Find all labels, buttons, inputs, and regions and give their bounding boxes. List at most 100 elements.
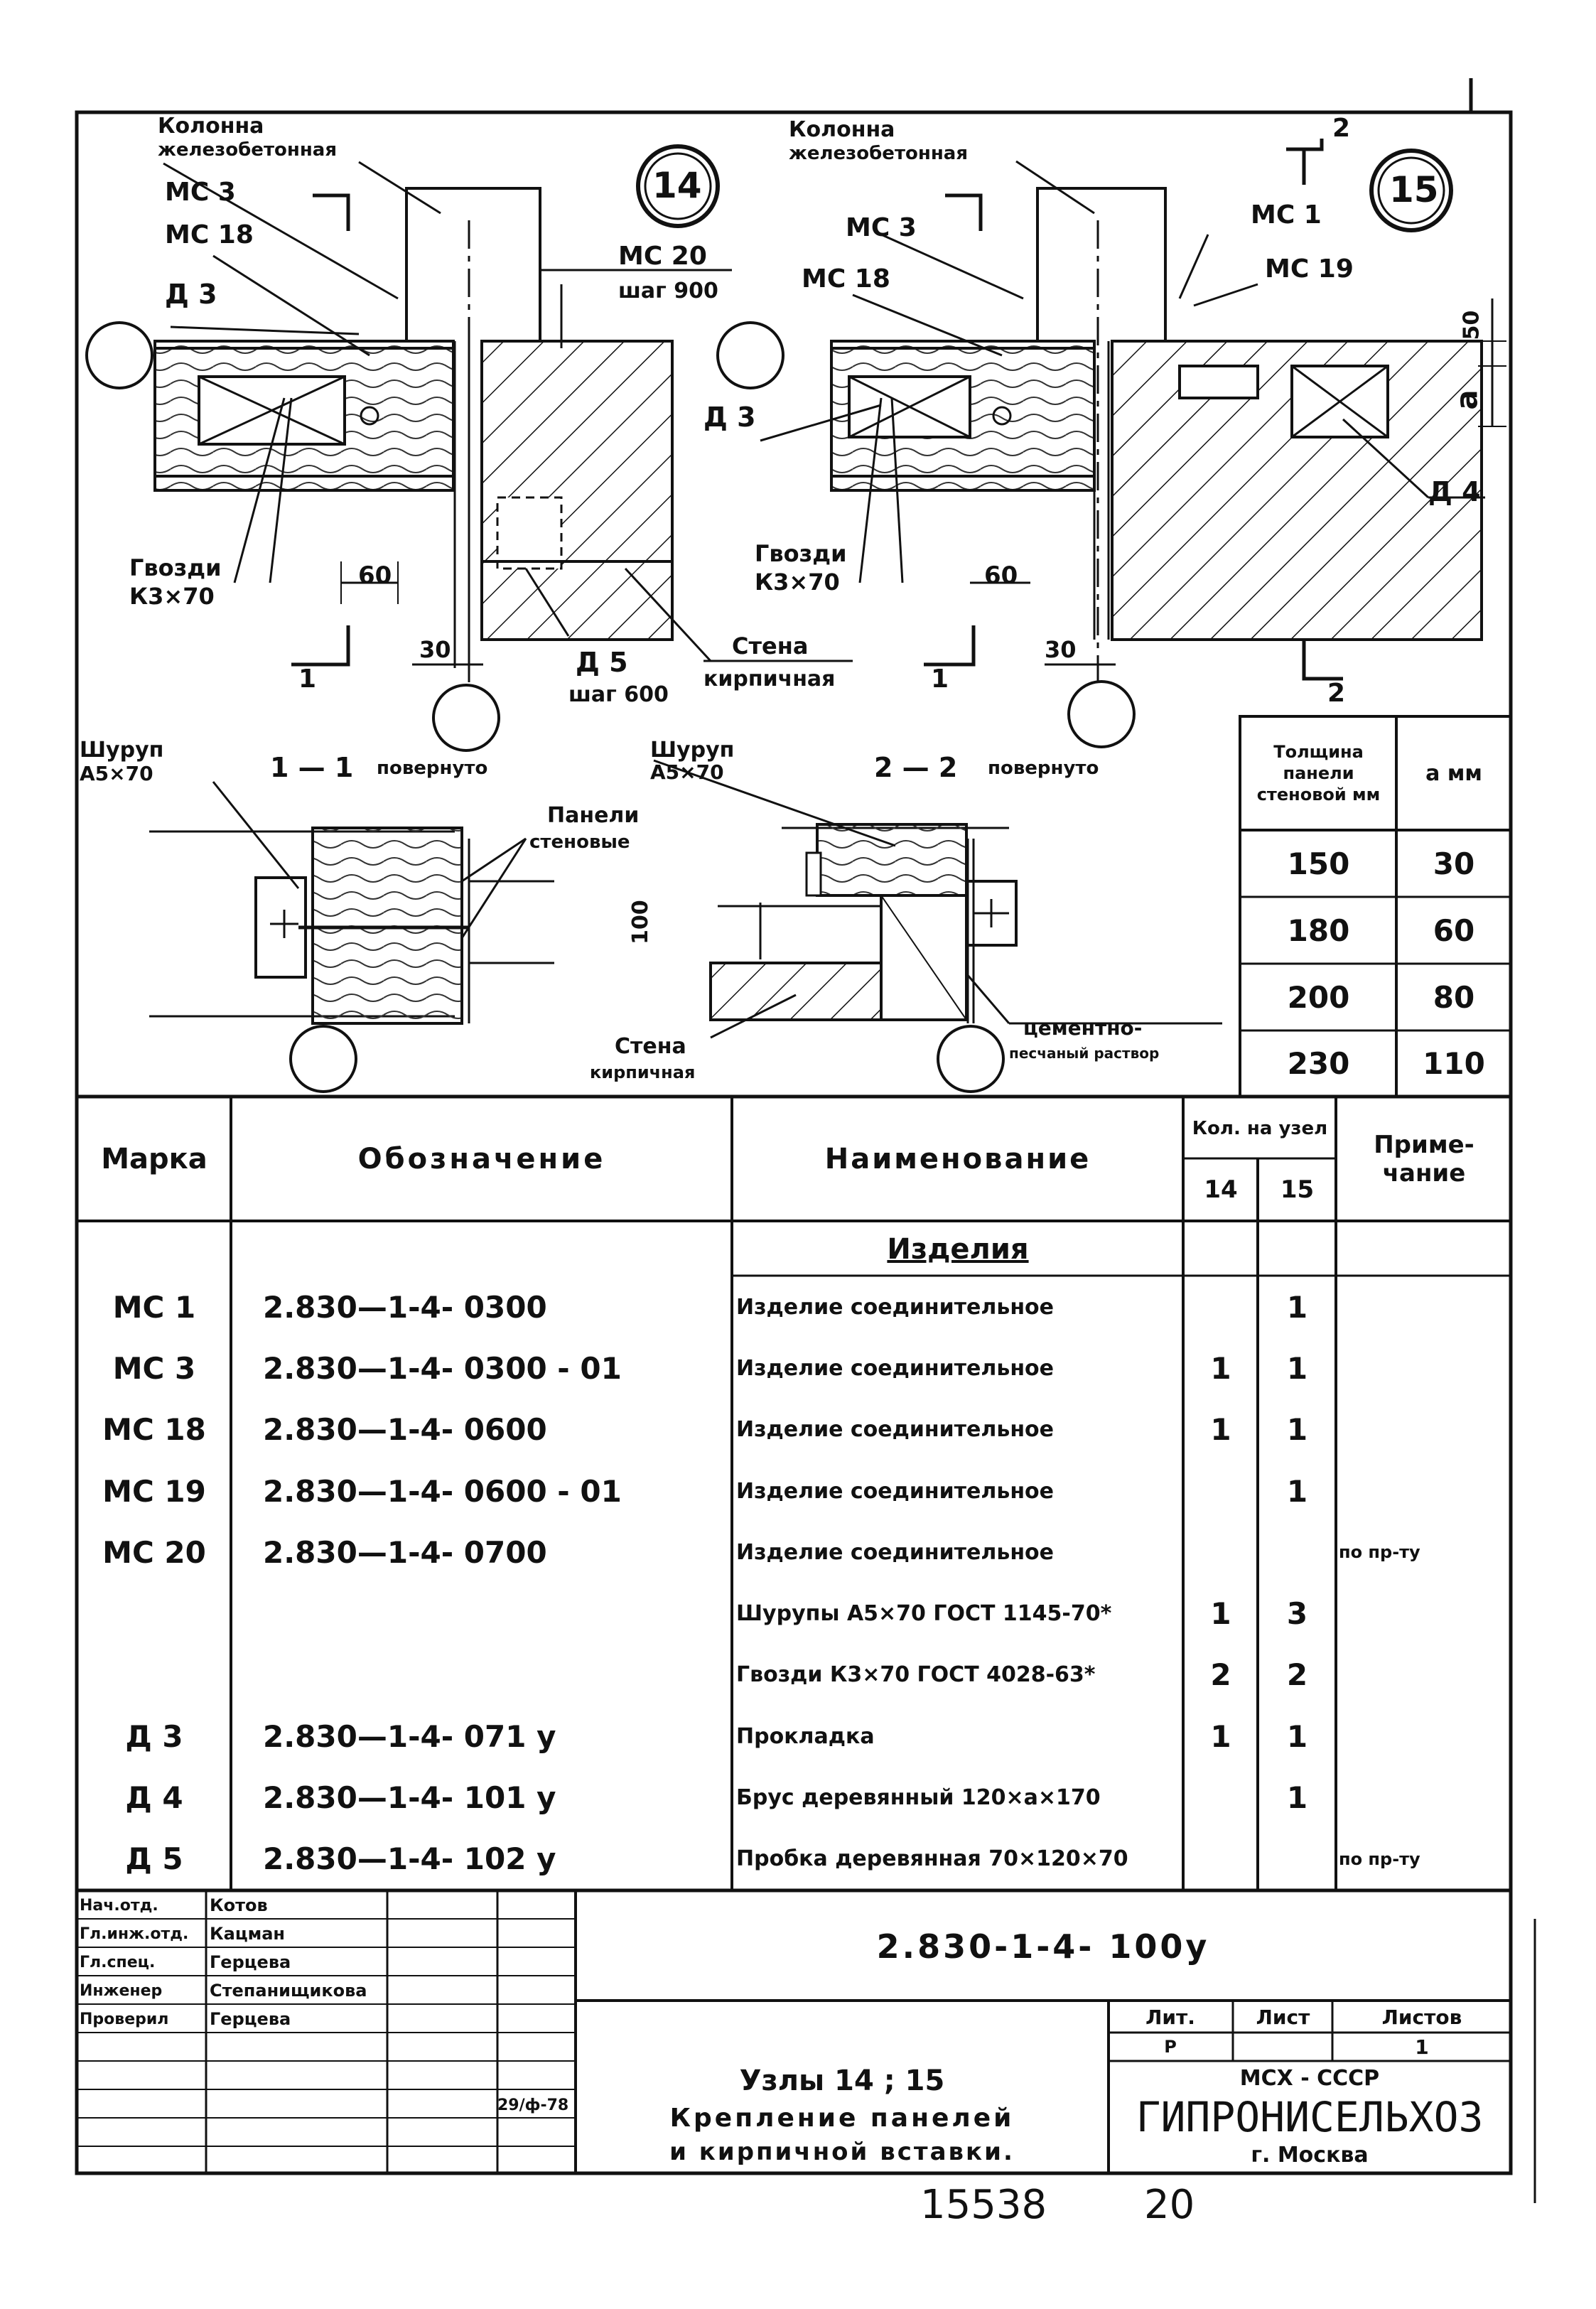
dimension-50: 50: [1459, 310, 1484, 340]
drawing-title-line: и кирпичной вставки.: [669, 2138, 1015, 2166]
axis-bubble: [937, 1025, 1005, 1093]
node-15-drawing: [716, 139, 1506, 748]
spec-cell-designation: 2.830—1-4- 0600 - 01: [263, 1473, 622, 1509]
axis-bubble: [432, 684, 500, 752]
mc18-label: МС 18: [802, 264, 890, 294]
section-mark: 1: [931, 664, 949, 694]
spec-cell-mark: МС 3: [112, 1350, 196, 1386]
panels-label: Панели: [547, 803, 640, 828]
wall-label: Стена: [732, 633, 809, 660]
thickness-cell: 180: [1287, 913, 1350, 948]
spec-cell-mark: МС 1: [112, 1289, 196, 1325]
spec-cell-designation: [263, 1584, 725, 1644]
inventory-number: 15538: [920, 2182, 1047, 2228]
d4-label: Д 4: [1428, 476, 1481, 507]
spec-cell-designation: 2.830—1-4- 071 у: [263, 1718, 556, 1754]
spec-cell-mark: МС 18: [102, 1412, 206, 1448]
node-15-circle: [1369, 149, 1453, 232]
lit-label: Лит.: [1145, 2005, 1195, 2029]
dimension-100: 100: [627, 900, 653, 944]
sheet-value: [1235, 2034, 1331, 2060]
thickness-table-header: a мм: [1425, 760, 1482, 786]
sheet-label: Лист: [1256, 2005, 1310, 2029]
mortar-type-label: песчаный раствор: [1009, 1045, 1160, 1062]
staff-role: Инженер: [80, 1981, 163, 2000]
spec-cell-note: [1339, 1461, 1509, 1521]
dimension-30: 30: [1045, 636, 1077, 663]
spec-cell-name: Прокладка: [736, 1723, 875, 1749]
page-number: 20: [1144, 2182, 1195, 2228]
nails-spec-label: К3×70: [129, 583, 215, 610]
spec-cell-note: [1339, 1645, 1509, 1705]
staff-name: Степанищикова: [210, 1981, 367, 2001]
spec-cell-note: [1339, 1584, 1509, 1644]
column-label: железобетонная: [158, 139, 338, 161]
signature-date: 29/ф-78: [497, 2097, 569, 2114]
thickness-cell: 230: [1287, 1045, 1350, 1081]
staff-name: Котов: [210, 1895, 268, 1915]
d5-label: Д 5: [576, 647, 628, 678]
staff-role: Проверил: [80, 2010, 169, 2028]
spec-section-title: Изделия: [887, 1233, 1029, 1266]
spec-cell-mark: Д 3: [125, 1718, 183, 1754]
thickness-cell: 200: [1287, 979, 1350, 1015]
spec-cell-qty-15: 1: [1286, 1289, 1308, 1325]
mc1-label: МС 1: [1251, 200, 1322, 230]
spec-cell-qty-14: 1: [1210, 1350, 1231, 1386]
spec-cell-qty-14: 2: [1210, 1657, 1231, 1693]
spec-cell-mark: [80, 1584, 229, 1644]
spec-cell-designation: 2.830—1-4- 102 у: [263, 1841, 556, 1877]
spec-header-node-15: 15: [1280, 1175, 1315, 1204]
panels-type-label: стеновые: [529, 831, 630, 853]
spec-cell-qty-15: [1260, 1829, 1335, 1889]
d3-label: Д 3: [165, 279, 217, 310]
spec-cell-name: Пробка деревянная 70×120×70: [736, 1846, 1128, 1872]
a-value-cell: 30: [1433, 846, 1475, 881]
drawing-title-line: Крепление панелей: [669, 2103, 1015, 2133]
org-ministry: МСХ - СССР: [1239, 2065, 1380, 2091]
spec-cell-note: [1339, 1277, 1509, 1337]
nails-label: Гвозди: [755, 540, 847, 567]
mc20-label: МС 20: [618, 242, 707, 271]
staff-name: Герцева: [210, 1952, 291, 1972]
spec-header-note: Приме-чание: [1374, 1131, 1474, 1188]
sheet-frame: [75, 110, 1513, 2175]
node-14-number: 14: [652, 165, 702, 206]
org-name: ГИПРОНИСЕЛЬХОЗ: [1136, 2093, 1484, 2141]
staff-role: Нач.отд.: [80, 1896, 158, 1915]
node-14-drawing: [85, 144, 853, 752]
spec-cell-name: Изделие соединительное: [736, 1355, 1054, 1381]
spec-table-grid: [77, 1094, 1511, 1893]
mortar-label: цементно-: [1023, 1016, 1143, 1040]
section-mark: 2: [1327, 679, 1346, 708]
a-value-cell: 80: [1433, 979, 1475, 1015]
spec-cell-note: [1339, 1338, 1509, 1398]
spec-cell-mark: Д 5: [125, 1841, 183, 1877]
screw-label: Шуруп: [80, 738, 164, 763]
title-block-grid: [77, 1890, 1511, 2173]
spec-cell-qty-14: [1185, 1767, 1256, 1827]
spec-cell-qty-14: [1185, 1277, 1256, 1337]
axis-bubble: [1067, 680, 1136, 748]
wall-type-label: кирпичная: [590, 1062, 696, 1082]
spec-cell-qty-14: [1185, 1522, 1256, 1582]
section-2-2-drawing: [653, 759, 1222, 1093]
spec-cell-note: по пр-ту: [1339, 1848, 1420, 1869]
axis-bubble: [289, 1025, 357, 1093]
dimension-30: 30: [419, 636, 451, 663]
section-1-1-drawing: [149, 781, 554, 1093]
staff-role: Гл.инж.отд.: [80, 1925, 189, 1943]
section-mark: 1: [298, 664, 317, 694]
staff-role: Гл.спец.: [80, 1953, 156, 1971]
node-14-circle: [636, 144, 720, 228]
mc3-label: МС 3: [165, 178, 236, 207]
sheets-value: 1: [1415, 2035, 1429, 2059]
drawing-title-line: Узлы 14 ; 15: [739, 2064, 945, 2097]
nails-spec-label: К3×70: [755, 569, 840, 596]
spec-cell-name: Изделие соединительное: [736, 1294, 1054, 1320]
section-2-2-title: 2 — 2: [874, 752, 958, 783]
section-1-1-title: 1 — 1: [270, 752, 354, 783]
spec-cell-designation: 2.830—1-4- 0300 - 01: [263, 1350, 622, 1386]
spec-cell-name: Шурупы А5×70 ГОСТ 1145-70*: [736, 1601, 1112, 1627]
